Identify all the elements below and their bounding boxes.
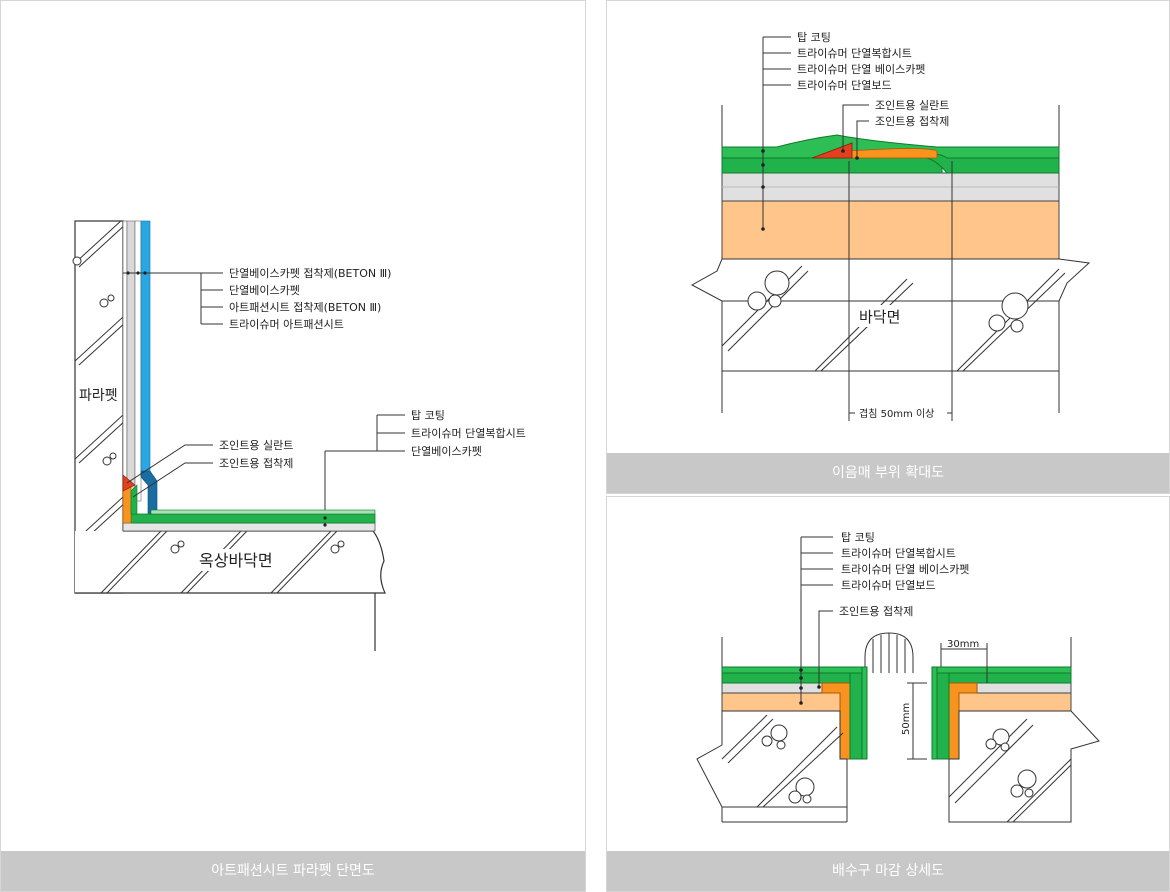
seam-floor-label: 바닥면 (859, 308, 900, 326)
caption-drain: 배수구 마감 상세도 (607, 851, 1169, 891)
drain-label-base-carpet: 트라이슈머 단열 베이스카펫 (841, 563, 969, 576)
drain-label-composite-sheet: 트라이슈머 단열복합시트 (841, 547, 956, 560)
drain-detail-diagram: 탑 코팅 트라이슈머 단열복합시트 트라이슈머 단열 베이스카펫 트라이슈머 단… (696, 531, 1100, 823)
seam-sealant (811, 142, 853, 159)
composite-sheet-left (721, 157, 943, 174)
label-composite-sheet: 트라이슈머 단열복합시트 (411, 427, 526, 440)
drain-left-board (721, 692, 851, 712)
label-joint-adhesive: 조인트용 접착제 (219, 457, 293, 470)
seam-label-composite-sheet: 트라이슈머 단열복합시트 (797, 47, 912, 60)
dim-height-50mm: 50mm (901, 703, 912, 735)
label-art-fashion-sheet: 트라이슈머 아트패션시트 (229, 318, 344, 331)
label-adhesive-beton-1: 단열베이스카펫 접착제(BETON Ⅲ) (229, 267, 391, 280)
drain-detail-panel: 탑 코팅 트라이슈머 단열복합시트 트라이슈머 단열 베이스카펫 트라이슈머 단… (606, 496, 1170, 892)
seam-label-sealant: 조인트용 실란트 (875, 99, 949, 112)
parapet-section-panel: 단열베이스카펫 접착제(BETON Ⅲ) 단열베이스카펫 아트패션시트 접착제(… (0, 0, 586, 892)
parapet-section-diagram: 단열베이스카펫 접착제(BETON Ⅲ) 단열베이스카펫 아트패션시트 접착제(… (72, 220, 526, 651)
art-fashion-sheet (140, 220, 151, 472)
label-adhesive-beton-2: 아트패션시트 접착제(BETON Ⅲ) (229, 301, 381, 314)
insulation-base-carpet-floor (122, 522, 376, 532)
floor-label: 옥상바닥면 (199, 551, 273, 570)
seam-label-board: 트라이슈머 단열보드 (797, 79, 892, 92)
art-fashion-adhesive (134, 220, 142, 502)
seam-label-base-carpet: 트라이슈머 단열 베이스카펫 (797, 63, 925, 76)
seam-detail-diagram: 탑 코팅 트라이슈머 단열복합시트 트라이슈머 단열 베이스카펫 트라이슈머 단… (690, 31, 1091, 421)
insulation-board (721, 200, 1060, 260)
label-top-coating: 탑 코팅 (411, 409, 445, 422)
drain-label-board: 트라이슈머 단열보드 (841, 579, 936, 592)
insulation-base-carpet-vertical (126, 220, 136, 522)
drain-label-adhesive: 조인트용 접착제 (839, 605, 913, 618)
composite-sheet-floor (130, 513, 376, 524)
label-base-carpet: 단열베이스카펫 (229, 284, 300, 297)
drain-label-top-coating: 탑 코팅 (841, 531, 875, 544)
caption-seam: 이음매 부위 확대도 (607, 453, 1169, 493)
top-coating-floor (150, 509, 376, 515)
drain-right-board (948, 692, 1072, 712)
caption-parapet: 아트패션시트 파라펫 단면도 (1, 851, 585, 891)
seam-label-adhesive: 조인트용 접착제 (875, 115, 949, 128)
label-base-carpet-floor: 단열베이스카펫 (411, 445, 482, 458)
joint-sealant (122, 474, 136, 492)
overlap-dimension: 겹침 50mm 이상 (859, 408, 934, 420)
dim-width-30mm: 30mm (947, 639, 979, 650)
wall-label: 파라펫 (79, 388, 118, 404)
seam-label-top-coating: 탑 코팅 (797, 31, 831, 44)
seam-detail-panel: 탑 코팅 트라이슈머 단열복합시트 트라이슈머 단열 베이스카펫 트라이슈머 단… (606, 0, 1170, 494)
label-joint-sealant: 조인트용 실란트 (219, 439, 293, 452)
